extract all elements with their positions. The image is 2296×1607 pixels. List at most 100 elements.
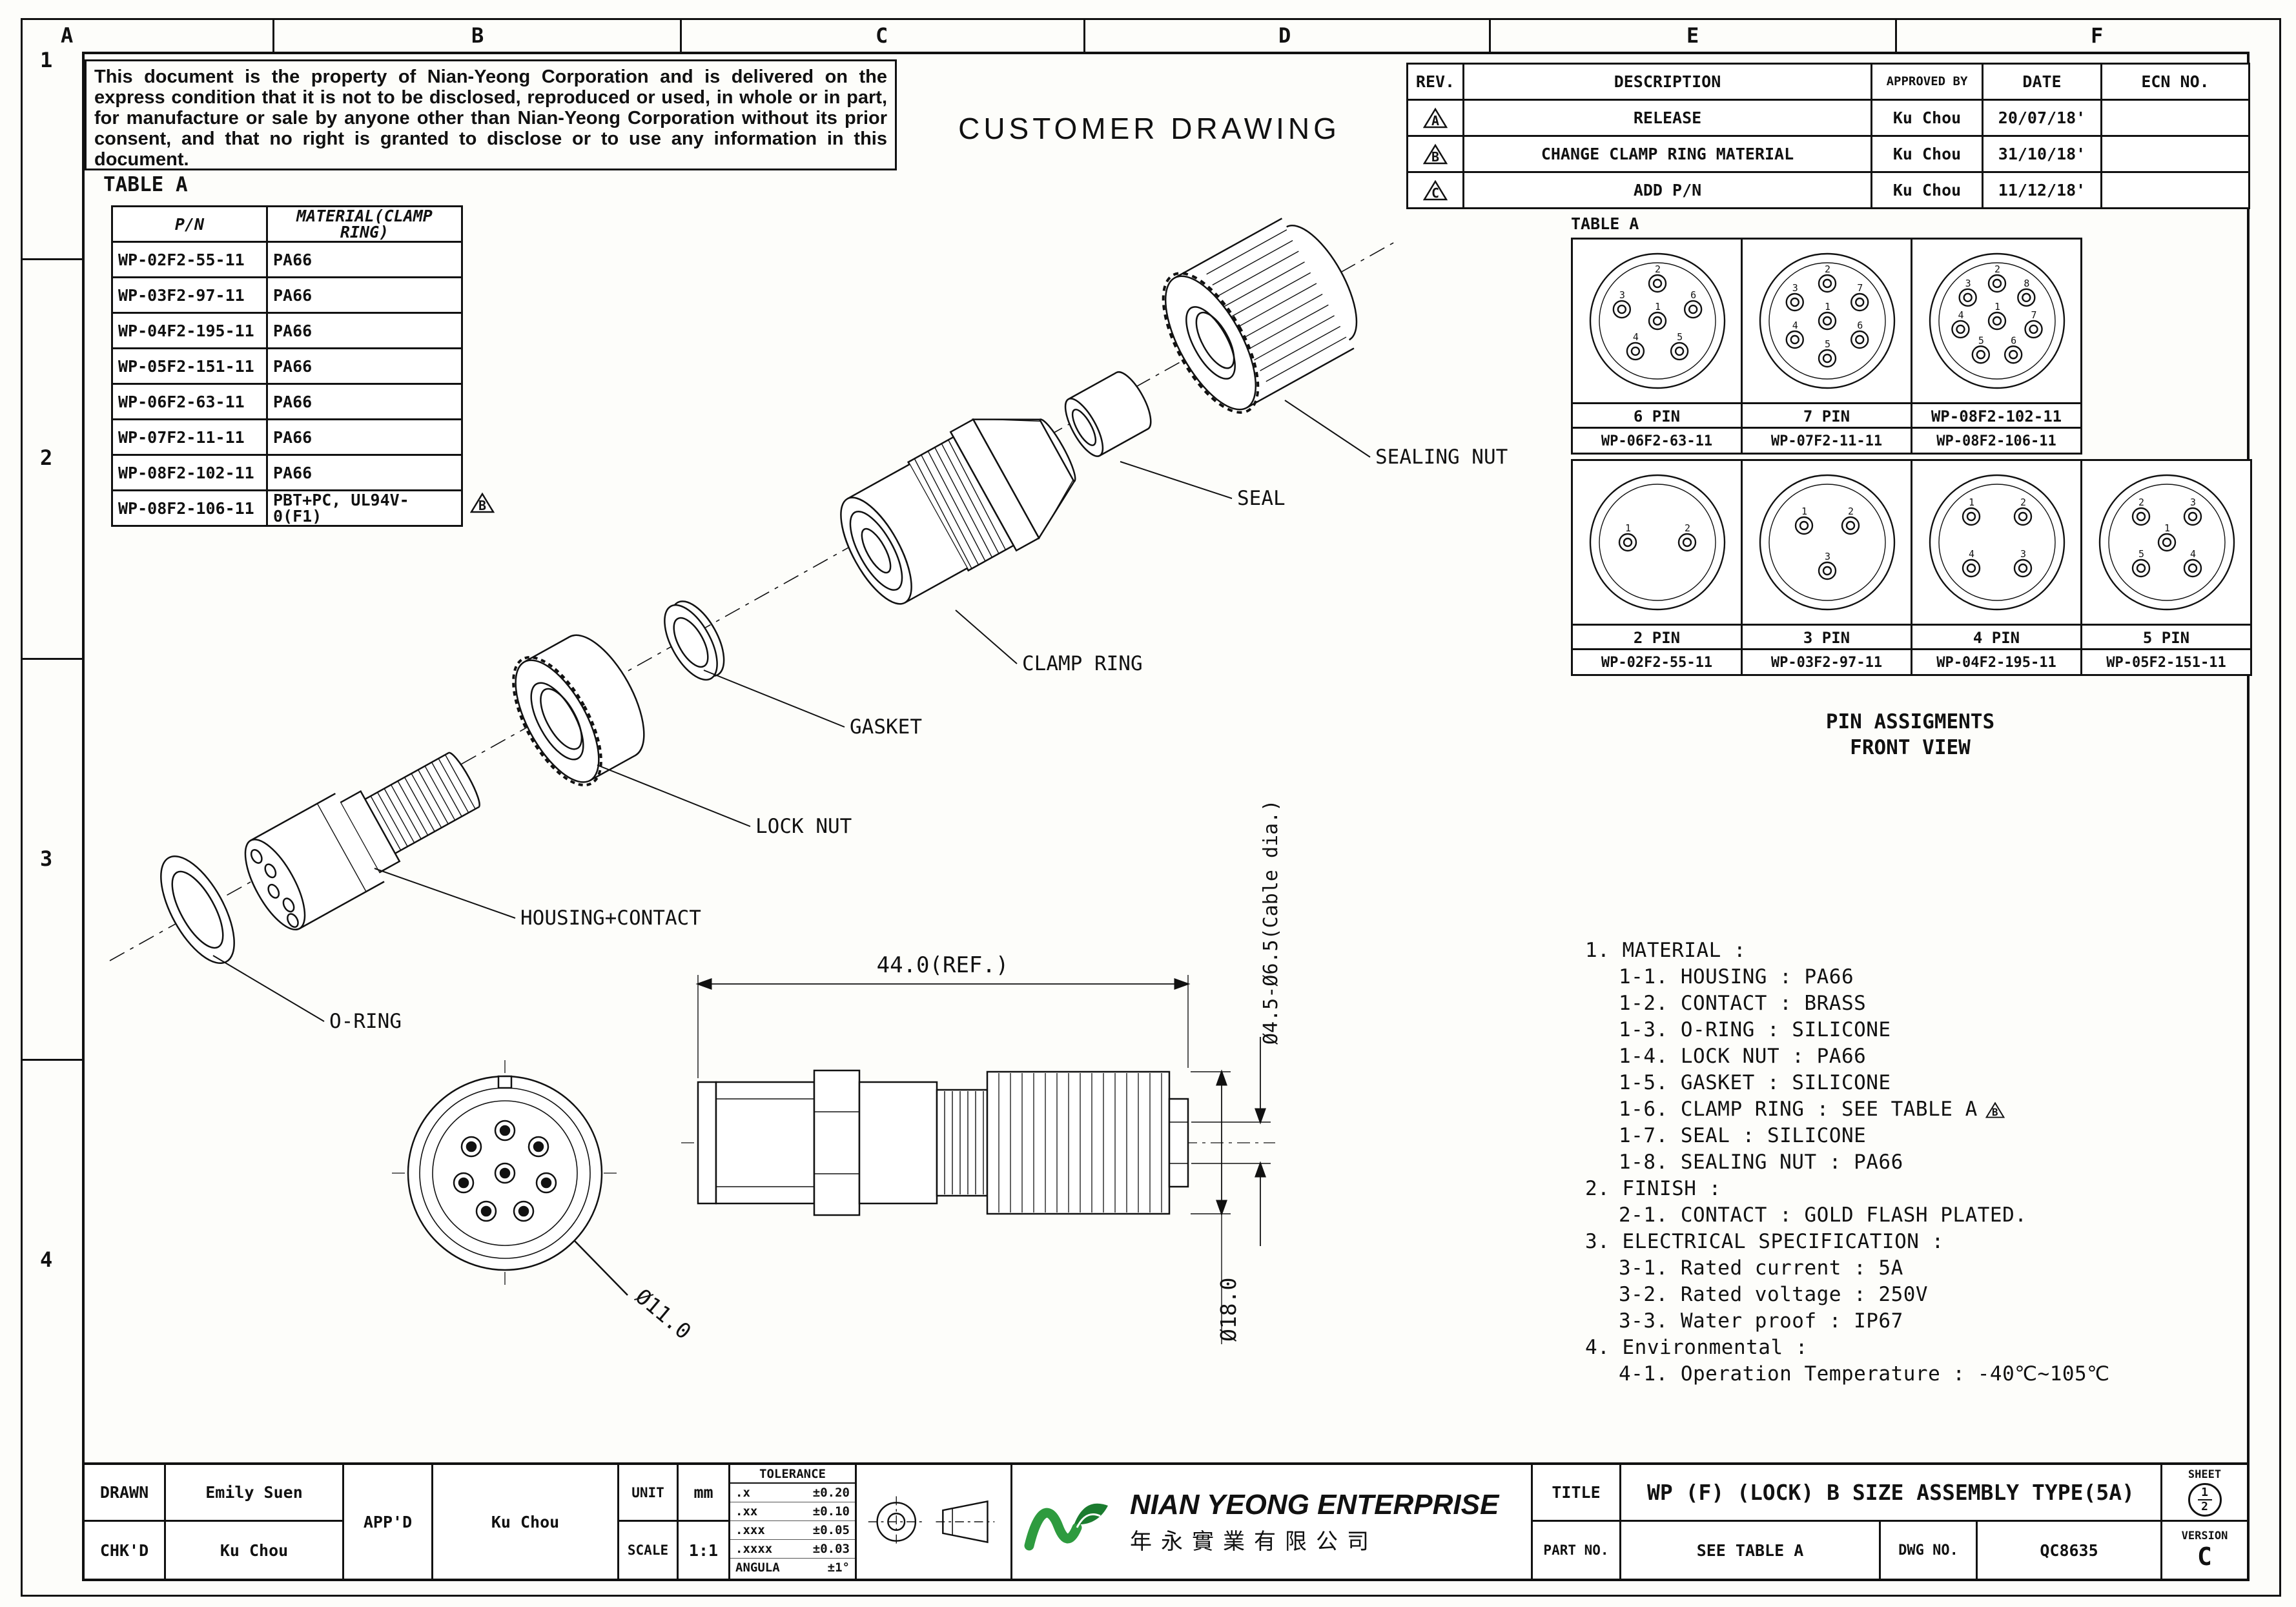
tolerance-block: TOLERANCE .x±0.20 .xx±0.10 .xxx±0.05 .xx… [730,1465,857,1579]
revision-flag-icon: B [1985,1101,2005,1118]
dim-length: 44.0(REF.) [877,952,1009,978]
material-cell: PA66 [266,347,463,385]
material-cell: PA66 [266,418,463,456]
description-cell: ADD P/N [1462,171,1872,209]
label-lock-nut: LOCK NUT [755,815,852,838]
svg-text:8: 8 [2024,278,2029,289]
pn-cell: WP-08F2-102-11 [111,454,268,491]
pn-cell: WP-06F2-63-11 [111,383,268,420]
scale-label: SCALE [619,1522,679,1579]
note-line: 2. FINISH : [1585,1177,1721,1200]
material-cell: PA66 [266,383,463,420]
note-line: 4. Environmental : [1585,1336,1808,1359]
drawing-type-title: CUSTOMER DRAWING [958,112,1340,145]
note-line: 3-3. Water proof : IP67 [1619,1309,1903,1333]
pin-count-label: 3 PIN [1743,624,1911,648]
material-cell: PA66 [266,454,463,491]
projection-symbol-cell [857,1465,1012,1579]
pn-cell: WP-05F2-151-11 [111,347,268,385]
grid-col-label-e: E [1686,23,1699,48]
dwg-no-value: QC8635 [1978,1522,2162,1579]
svg-text:3: 3 [1619,289,1625,301]
svg-text:2: 2 [1685,522,1690,534]
note-line: 1-2. CONTACT : BRASS [1619,992,1867,1015]
ecn-header: ECN NO. [2100,63,2250,101]
pin-part-number: WP-04F2-195-11 [1912,648,2080,674]
approved-cell: Ku Chou [1871,171,1983,209]
checked-label: CHK'D [85,1522,166,1579]
sheet-label: SHEET [2188,1468,2222,1481]
svg-text:2: 2 [1825,263,1830,275]
pin-table-title: TABLE A [1571,214,1639,233]
grid-col-label-a: A [61,23,74,48]
approved-label: APP'D [344,1465,433,1579]
exploded-view: SEALING NUT SEAL CLAMP RING GASKET LOCK … [109,218,1508,1033]
caption-line-1: PIN ASSIGMENTS [1825,710,1995,733]
drawing-title-value: WP (F) (LOCK) B SIZE ASSEMBLY TYPE(5A) [1621,1465,2162,1522]
grid-row-label-4: 4 [40,1247,53,1272]
unit-label: UNIT [619,1465,679,1522]
revision-flag-icon: A [1423,107,1448,128]
version-value: C [2197,1542,2212,1571]
front-view [392,1060,628,1296]
dwg-no-label: DWG NO. [1881,1522,1978,1579]
ecn-cell [2100,99,2250,137]
tolerance-row: ANGULA±1° [735,1561,850,1575]
dimension-views: 44.0(REF.) Ø11.0 Ø4.5-Ø6.5(Cable dia.) Ø… [392,800,1282,1344]
pin-count-label: 7 PIN [1743,402,1911,427]
pn-cell: WP-02F2-55-11 [111,241,268,278]
clamp-ring-body-part [840,418,1076,605]
grid-row-label-3: 3 [40,846,53,871]
date-header: DATE [1982,63,2102,101]
table-a-header-pn: P/N [111,205,268,243]
pn-cell: WP-03F2-97-11 [111,276,268,314]
caption-line-2: FRONT VIEW [1850,736,1971,759]
date-cell: 20/07/18' [1982,99,2102,137]
o-ring-part [160,855,235,965]
svg-text:1: 1 [1994,301,2000,312]
svg-text:5: 5 [1677,331,1683,343]
label-seal: SEAL [1237,487,1286,510]
svg-text:2: 2 [1994,263,2000,275]
pn-cell: WP-04F2-195-11 [111,312,268,349]
revision-row: A RELEASE Ku Chou 20/07/18' [1406,99,2250,137]
unit-value: mm [679,1465,730,1522]
pin-part-number: WP-03F2-97-11 [1743,648,1911,674]
label-o-ring: O-RING [329,1010,402,1033]
svg-text:B: B [1992,1106,1998,1118]
svg-text:3: 3 [1825,551,1830,562]
pin-count-label: 6 PIN [1573,402,1741,427]
pin-count-label: 4 PIN [1912,624,2080,648]
grid-tick [21,658,82,660]
side-view [681,1069,1275,1216]
grid-tick [21,258,82,260]
approved-cell: Ku Chou [1871,135,1983,173]
svg-text:3: 3 [2190,496,2196,508]
scale-value: 1:1 [679,1522,730,1579]
svg-text:6: 6 [1857,320,1863,331]
note-line: 1-8. SEALING NUT : PA66 [1619,1151,1903,1174]
part-no-value: SEE TABLE A [1621,1522,1881,1579]
svg-text:3: 3 [2020,548,2026,560]
note-line: 1-3. O-RING : SILICONE [1619,1018,1891,1041]
svg-text:6: 6 [2011,334,2016,346]
approved-header: APPROVED BY [1871,63,1983,101]
pin-count-label: 2 PIN [1573,624,1741,648]
date-cell: 11/12/18' [1982,171,2102,209]
company-name-zh: 年永實業有限公司 [1130,1528,1378,1555]
part-no-label: PART NO. [1533,1522,1621,1579]
svg-text:2: 2 [2138,496,2144,508]
tolerance-row: .xx±0.10 [730,1502,855,1521]
